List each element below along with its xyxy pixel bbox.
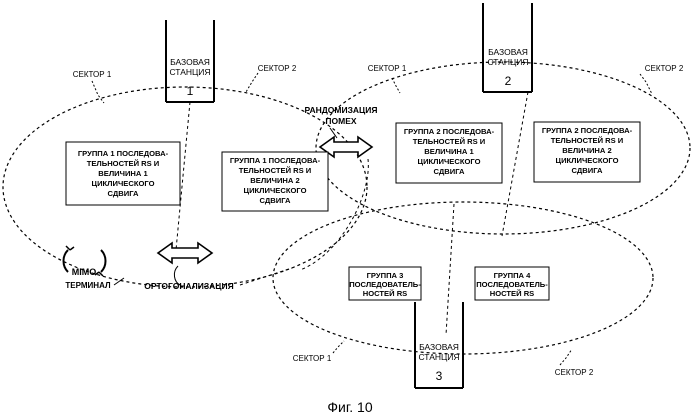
group-box-1a: ГРУППА 1 ПОСЛЕДОВА-ТЕЛЬНОСТЕЙ RS ИВЕЛИЧИ…	[66, 142, 180, 205]
group-1a-line3: ВЕЛИЧИНА 1	[98, 169, 148, 178]
group-4-line2: ПОСЛЕДОВАТЕЛЬ-	[476, 280, 548, 289]
base-station-2: БАЗОВАЯ СТАНЦИЯ 2	[483, 3, 532, 92]
mimo-terminal-line1: MIMO	[72, 267, 97, 277]
sector-leader-s2-bottom	[560, 349, 572, 365]
group-1b-line1: ГРУППА 1 ПОСЛЕДОВА-	[230, 156, 321, 165]
group-box-2a: ГРУППА 2 ПОСЛЕДОВА-ТЕЛЬНОСТЕЙ RS ИВЕЛИЧИ…	[396, 123, 502, 183]
group-1b-line3: ВЕЛИЧИНА 2	[250, 176, 299, 185]
group-1b-line4: ЦИКЛИЧЕСКОГО	[244, 186, 307, 195]
base-station-3-number: 3	[436, 369, 443, 383]
group-1a-line1: ГРУППА 1 ПОСЛЕДОВА-	[78, 149, 169, 158]
group-2b-line1: ГРУППА 2 ПОСЛЕДОВА-	[542, 126, 633, 135]
sector-label-s2-bottom: СЕКТОР 2	[555, 368, 594, 377]
group-3-line3: НОСТЕЙ RS	[363, 289, 408, 298]
group-2b-line2: ТЕЛЬНОСТЕЙ RS И	[551, 136, 624, 145]
group-box-4: ГРУППА 4ПОСЛЕДОВАТЕЛЬ-НОСТЕЙ RS	[475, 267, 549, 300]
group-1b-line5: СДВИГА	[259, 196, 291, 205]
group-box-2b: ГРУППА 2 ПОСЛЕДОВА-ТЕЛЬНОСТЕЙ RS ИВЕЛИЧИ…	[534, 122, 640, 182]
group-2b-line4: ЦИКЛИЧЕСКОГО	[556, 156, 619, 165]
randomization-label-line2: ПОМЕХ	[325, 116, 356, 126]
group-3-line2: ПОСЛЕДОВАТЕЛЬ-	[349, 280, 421, 289]
group-1a-line5: СДВИГА	[107, 189, 139, 198]
sector-leader-s1-bottom	[333, 341, 344, 353]
group-1a-line4: ЦИКЛИЧЕСКОГО	[92, 179, 155, 188]
base-station-2-number: 2	[505, 74, 512, 88]
base-station-1: БАЗОВАЯ СТАНЦИЯ 1	[166, 20, 214, 102]
sector-divider-3	[446, 204, 454, 335]
sector-label-s2-left: СЕКТОР 2	[258, 64, 297, 73]
group-1b-line2: ТЕЛЬНОСТЕЙ RS И	[239, 166, 312, 175]
randomization-label-line1: РАНДОМИЗАЦИЯ	[305, 105, 378, 115]
group-2b-line3: ВЕЛИЧИНА 2	[562, 146, 611, 155]
base-station-3: БАЗОВАЯ СТАНЦИЯ 3	[415, 302, 463, 388]
group-2a-line5: СДВИГА	[433, 167, 465, 176]
mimo-terminal-line2: ТЕРМИНАЛ	[65, 281, 111, 290]
group-4-line3: НОСТЕЙ RS	[490, 289, 535, 298]
group-2a-line2: ТЕЛЬНОСТЕЙ RS И	[413, 137, 486, 146]
group-box-1b: ГРУППА 1 ПОСЛЕДОВА-ТЕЛЬНОСТЕЙ RS ИВЕЛИЧИ…	[222, 152, 328, 211]
base-station-1-number: 1	[187, 84, 194, 98]
group-2a-line1: ГРУППА 2 ПОСЛЕДОВА-	[404, 127, 495, 136]
orthogonalization-double-arrow	[158, 243, 212, 263]
sector-label-s2-right: СЕКТОР 2	[645, 64, 684, 73]
sector-leader-s2-right	[640, 74, 652, 94]
base-station-1-line2: СТАНЦИЯ	[169, 67, 210, 77]
sector-leader-s1-right	[392, 78, 400, 93]
sector-leader-s2-left	[246, 73, 258, 92]
sector-divider-2	[502, 92, 528, 236]
base-station-3-line2: СТАНЦИЯ	[418, 352, 459, 362]
group-3-line1: ГРУППА 3	[367, 271, 404, 280]
sector-label-s1-bottom: СЕКТОР 1	[293, 354, 332, 363]
base-station-1-line1: БАЗОВАЯ	[170, 57, 210, 67]
group-4-line1: ГРУППА 4	[494, 271, 532, 280]
sector-label-s1-left: СЕКТОР 1	[73, 70, 112, 79]
figure-caption: Фиг. 10	[327, 399, 372, 415]
group-1a-line2: ТЕЛЬНОСТЕЙ RS И	[87, 159, 160, 168]
group-2a-line4: ЦИКЛИЧЕСКОГО	[418, 157, 481, 166]
group-2b-line5: СДВИГА	[571, 166, 603, 175]
group-2a-line3: ВЕЛИЧИНА 1	[424, 147, 474, 156]
base-station-2-line1: БАЗОВАЯ	[488, 47, 528, 57]
orthogonalization-label: ОРТОГОНАЛИЗАЦИЯ	[144, 281, 233, 291]
base-station-3-line1: БАЗОВАЯ	[419, 342, 459, 352]
sector-label-s1-right: СЕКТОР 1	[368, 64, 407, 73]
group-box-3: ГРУППА 3ПОСЛЕДОВАТЕЛЬ-НОСТЕЙ RS	[349, 267, 421, 300]
base-station-2-line2: СТАНЦИЯ	[487, 57, 528, 67]
